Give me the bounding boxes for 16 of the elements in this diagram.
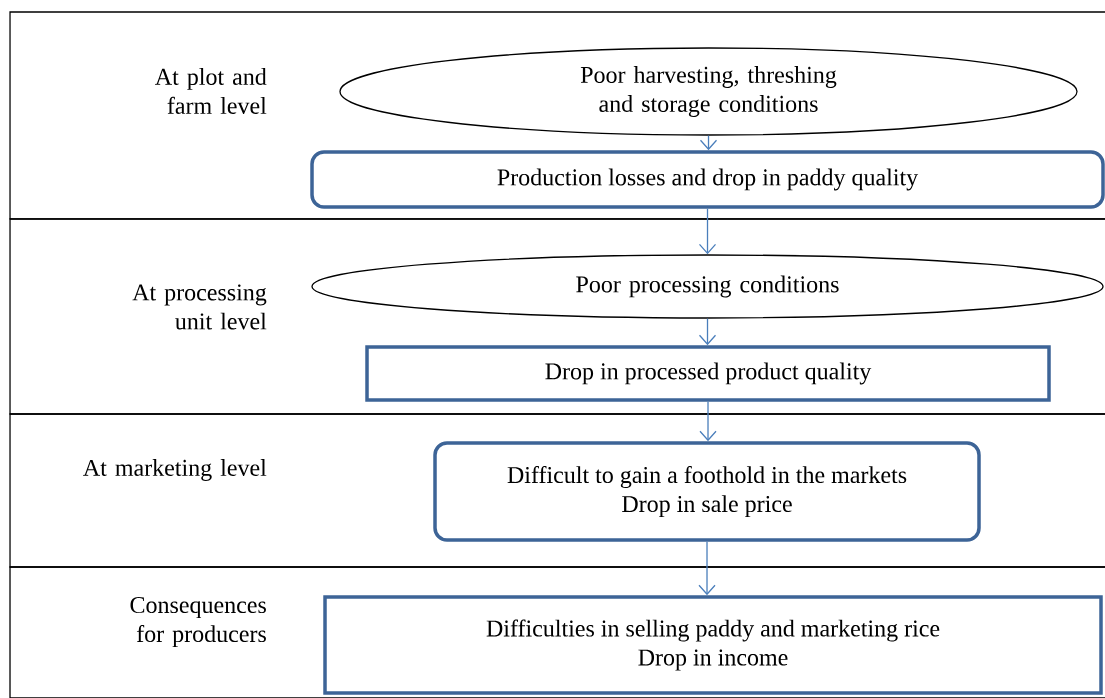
- band: [9, 218, 1105, 415]
- row-label: At plot and farm level: [155, 68, 267, 114]
- band: [9, 566, 1105, 698]
- effect-box: Production losses and drop in paddy quality: [310, 150, 1105, 209]
- effect-box: Drop in processed product quality: [365, 345, 1051, 402]
- row-label: Consequences for producers: [130, 597, 266, 647]
- band: [9, 11, 1105, 220]
- row-label: At marketing level: [83, 459, 267, 481]
- arrow: [698, 208, 717, 255]
- row-label: At processing unit level: [132, 284, 267, 330]
- effect-box: Difficulties in selling paddy and marketing rice Drop in income: [323, 595, 1103, 695]
- effect-box: Difficult to gain a foothold in the markets Drop in sale price: [433, 441, 981, 542]
- arrow: [699, 401, 717, 442]
- arrow: [698, 318, 717, 346]
- arrow: [698, 541, 716, 596]
- band: [9, 413, 1105, 568]
